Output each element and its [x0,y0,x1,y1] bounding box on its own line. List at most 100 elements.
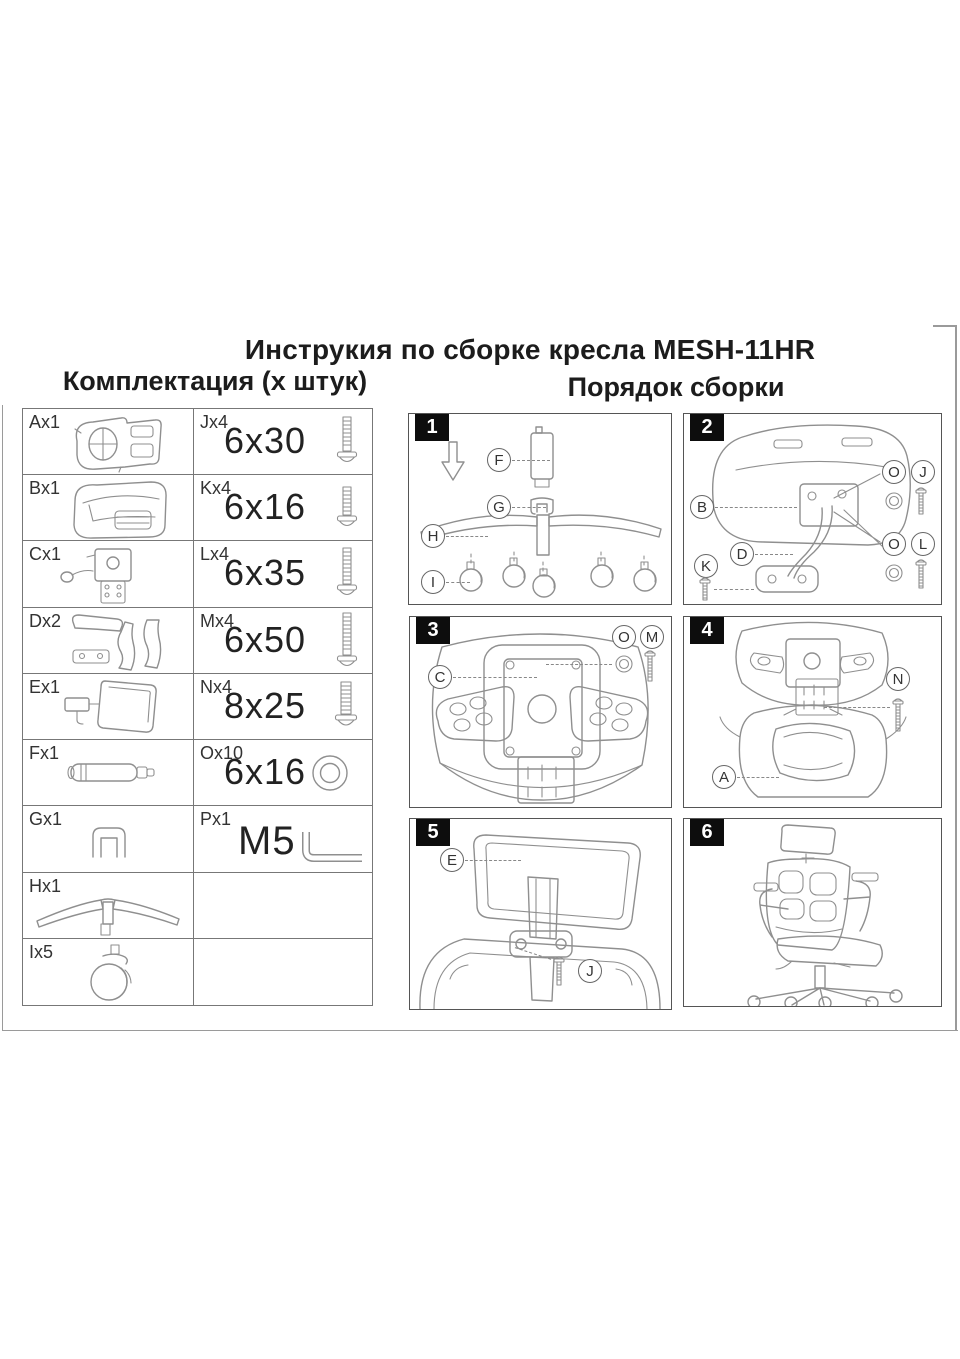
allen-key-icon [302,832,362,863]
callout-g: G [487,495,511,519]
callout-f: F [487,448,511,472]
leader-line [715,507,797,508]
frame-left-edge [2,405,3,1031]
part-spec: M5 [238,819,296,864]
table-cell-part-n: Nx4 8x25 [194,674,372,741]
parts-table: Ax1 Jx4 6x30 Bx1 [22,408,373,1006]
step-panel-6: 6 [683,818,942,1007]
step-panel-5: 5 E J [409,818,672,1010]
callout-c: C [428,665,452,689]
callout-j: J [911,460,935,484]
step5-diagram [419,834,661,1009]
part-label: Ax1 [29,412,61,432]
backrest-part-icon [74,417,162,473]
clip-part-icon [92,827,126,859]
leader-line [546,664,612,665]
callout-o1: O [882,460,906,484]
part-label: Px1 [200,809,232,830]
screw-icon [336,547,358,596]
screw-icon [892,698,904,732]
callout-k: K [694,554,718,578]
screw-icon [553,956,565,986]
screw-icon [336,612,358,666]
gas-cylinder-part-icon [67,763,155,782]
callout-b: B [690,495,714,519]
screw-icon [336,416,358,463]
frame-bottom-edge [2,1030,958,1031]
assembly-order-header: Порядок сборки [567,372,785,402]
callout-l: L [911,532,935,556]
page-title: Инструкия по сборке кресла MESH-11HR [244,334,816,365]
leader-line [512,460,550,461]
washer-icon [885,564,903,582]
caster-part-icon [90,944,132,1001]
step-panel-2: 2 B D K O J O L [683,413,942,605]
washer-icon [312,755,348,791]
washer-icon [885,492,903,510]
table-cell-part-m: Mx4 6x50 [194,608,372,674]
callout-i: I [421,570,445,594]
screw-icon [915,487,927,515]
frame-right-edge [955,325,957,1031]
leader-line [453,677,537,678]
step-number-badge: 5 [416,819,450,846]
table-cell-part-i: Ix5 [23,938,194,1005]
table-cell-part-h: Hx1 [23,872,194,939]
callout-j: J [578,959,602,983]
screw-icon [915,559,927,589]
leader-line [512,507,546,508]
step2-diagram [712,424,911,593]
table-cell-part-d: Dx2 [23,607,194,674]
part-label: Cx1 [29,544,62,565]
table-cell-empty [194,939,372,1005]
table-cell-part-j: Jx4 6x30 [194,409,372,476]
leader-line [737,777,779,778]
table-cell-part-a: Ax1 [23,409,194,476]
step-number-badge: 4 [690,617,724,644]
callout-d: D [730,542,754,566]
screw-icon [644,650,656,682]
step-number-badge: 6 [690,819,724,846]
part-label: Kx4 [200,478,232,499]
table-cell-part-f: Fx1 [23,740,194,807]
part-label: Gx1 [29,809,63,830]
part-label: Jx4 [200,412,229,432]
parts-list-header: Комплектация (х штук) [62,366,368,396]
callout-a: A [712,765,736,789]
step1-diagram [420,426,662,598]
table-cell-part-b: Bx1 [23,475,194,542]
step-number-badge: 1 [415,414,449,441]
table-cell-part-g: Gx1 [23,806,194,873]
part-label: Dx2 [29,610,62,631]
step-panel-1: 1 F G H I [408,413,672,605]
leader-line [755,554,793,555]
table-cell-part-k: Kx4 6x16 [194,475,372,542]
screw-icon [699,577,711,601]
washer-icon [615,655,633,673]
part-spec: 6x30 [224,420,307,461]
leader-line [824,707,890,708]
part-label: Ox10 [200,743,244,764]
part-label: Hx1 [29,875,62,896]
step3-diagram [431,633,649,804]
callout-e: E [440,848,464,872]
callout-n: N [886,667,910,691]
screw-icon [336,486,358,527]
headrest-part-icon [64,680,157,733]
part-spec: 6x16 [224,751,307,793]
leader-line [714,589,754,590]
leader-line [465,860,521,861]
part-label: Ix5 [29,941,54,962]
part-label: Nx4 [200,676,233,697]
part-spec: 6x35 [224,552,307,594]
part-spec: 6x50 [224,618,307,660]
part-label: Mx4 [200,610,235,631]
table-cell-part-l: Lx4 6x35 [194,541,372,608]
part-label: Bx1 [29,478,61,499]
part-spec: 8x25 [224,684,307,726]
leader-line [446,582,470,583]
table-cell-empty [194,873,372,939]
seat-part-icon [73,481,167,539]
armrests-part-icon [71,613,162,671]
frame-top-right-segment [933,325,957,327]
